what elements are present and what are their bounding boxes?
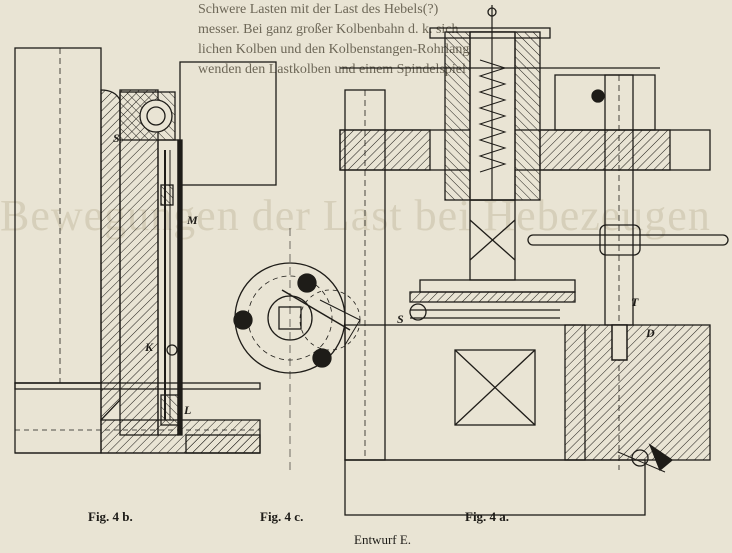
label-k: K (145, 340, 154, 354)
label-s-right: S (397, 312, 404, 326)
label-m: M (187, 213, 198, 227)
fig-4b-drawing (14, 47, 277, 454)
caption-entwurf: Entwurf E. (354, 532, 412, 547)
caption-fig-4a: Fig. 4 a. (465, 509, 510, 524)
header-line: messer. Bei ganz großer Kolbenbahn d. k.… (198, 22, 459, 37)
fig-4c-drawing (233, 228, 361, 470)
header-line: wenden den Lastkolben und einem Spindels… (198, 62, 488, 77)
header-line: Schwere Lasten mit der Last des Hebels(?… (198, 2, 439, 17)
caption-fig-4b: Fig. 4 b. (88, 509, 133, 524)
header-text-block: Schwere Lasten mit der Last des Hebels(?… (198, 0, 487, 80)
header-line: lichen Kolben und den Kolbenstangen-Rohr… (198, 42, 483, 57)
fig-4a-drawing (339, 5, 729, 516)
label-s-left: S (113, 131, 120, 145)
label-t: T (631, 295, 639, 309)
label-d: D (646, 326, 655, 340)
caption-fig-4c: Fig. 4 c. (260, 509, 304, 524)
label-l: L (184, 403, 192, 417)
